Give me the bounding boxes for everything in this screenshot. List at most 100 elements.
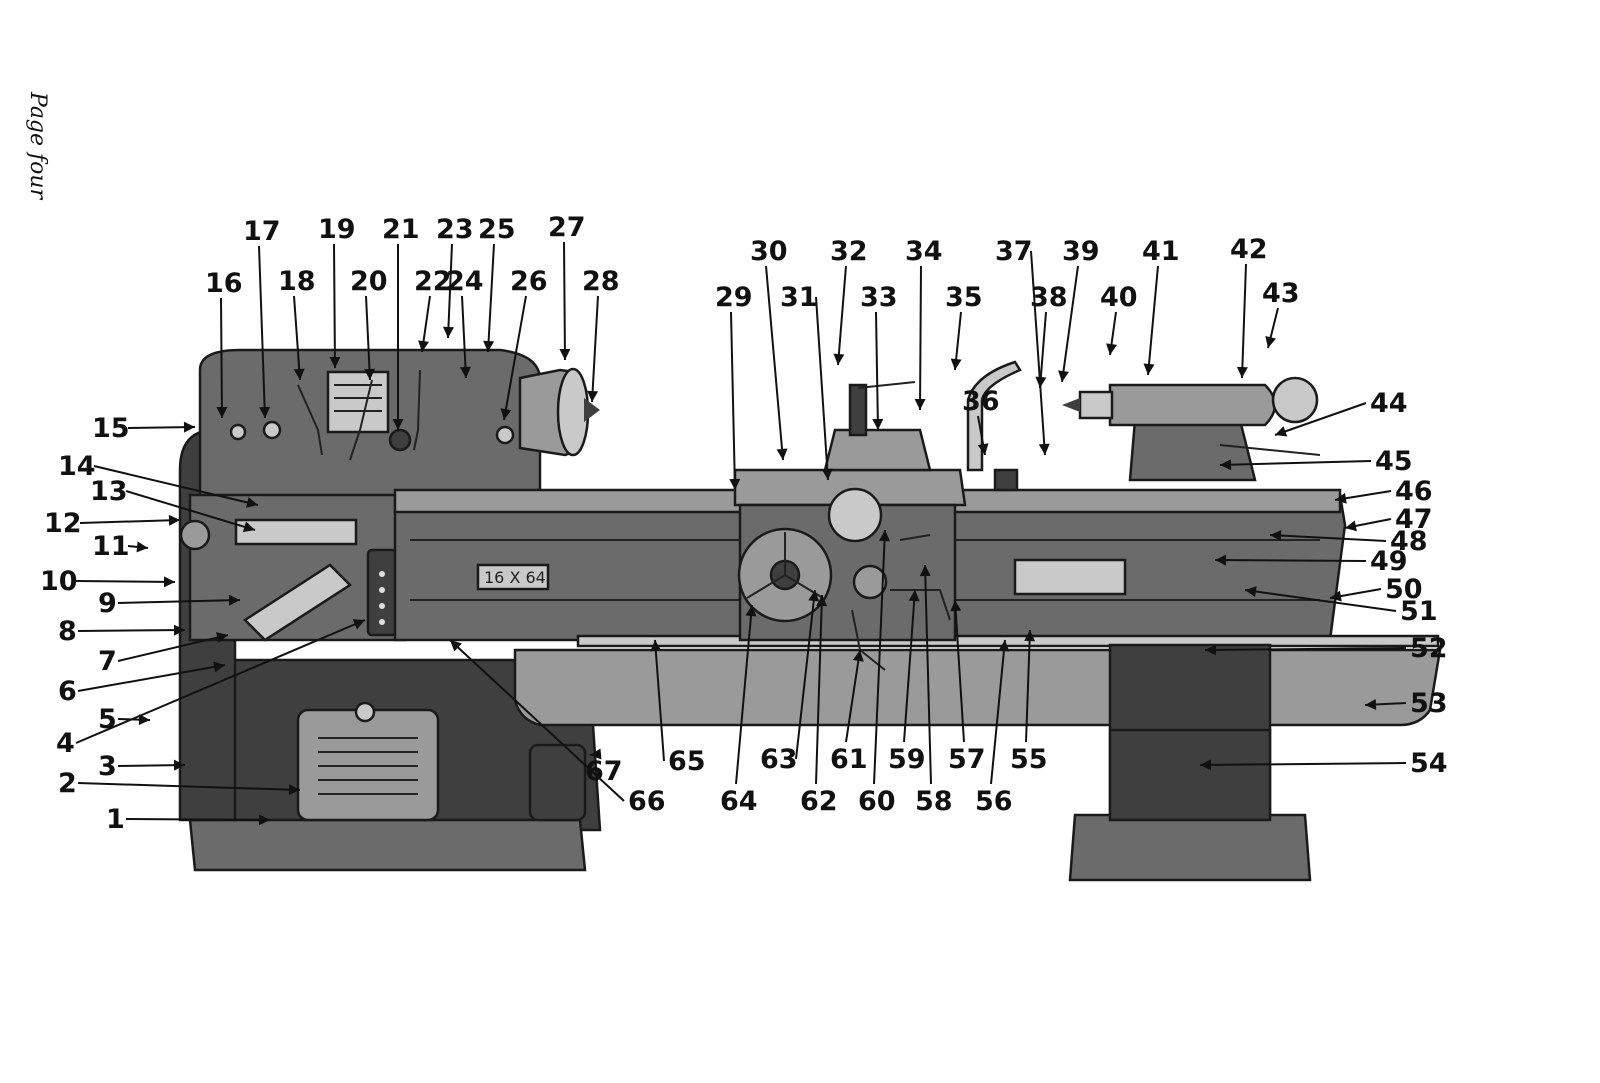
callout-36: 36 [962,386,1000,456]
callout-arrowhead [729,478,741,490]
callout-3: 3 [98,751,186,782]
callout-number: 63 [760,744,798,775]
callout-leader [220,297,223,419]
callout-29: 29 [715,282,753,491]
callout-arrowhead [950,358,962,370]
callout-leader [919,265,922,411]
callout-arrowhead [392,419,404,430]
callout-33: 33 [860,282,898,431]
callout-number: 61 [830,744,868,775]
callout-arrowhead [833,353,845,365]
callout-leader [125,490,256,531]
callout-11: 11 [92,531,149,562]
callout-leader [815,296,829,481]
callout-arrowhead [1143,363,1155,375]
callout-leader [795,589,816,760]
toolpost [848,383,868,437]
apron-knob [852,564,888,600]
callout-arrowhead [259,406,271,418]
callout-number: 42 [1230,234,1268,265]
callout-14: 14 [58,451,259,508]
callout-number: 36 [962,386,1000,417]
callout-arrowhead [213,661,225,673]
callout-28: 28 [582,266,620,403]
callout-number: 53 [1410,688,1448,719]
callout-17: 17 [243,216,281,419]
tailstock-clamp-lever [1219,444,1321,456]
callout-leader [654,639,665,762]
callout-47: 47 [1344,504,1433,535]
callout-number: 26 [510,266,548,297]
callout-53: 53 [1364,688,1448,719]
callout-number: 48 [1390,526,1428,557]
callout-arrowhead [1215,554,1227,566]
callout-arrowhead [908,590,920,602]
callout-leader [77,782,301,791]
callout-25: 25 [478,214,516,353]
callout-leader [258,245,266,419]
headstock-levers [297,369,421,461]
callout-arrowhead [242,521,255,533]
callout-number: 11 [92,531,130,562]
callout-56: 56 [975,639,1013,817]
callout-arrowhead [288,784,300,796]
cross-feed-dial [827,487,883,543]
compound-rest [823,428,932,472]
callout-leader [735,604,753,785]
callout-number: 16 [205,268,243,299]
callout-number: 14 [58,451,96,482]
tailstock-handwheel [1271,376,1319,424]
callout-leader [1147,265,1159,376]
callout-arrowhead [1245,586,1257,597]
callout-leader [563,241,566,361]
callout-12: 12 [44,508,181,539]
callout-leader [1241,263,1247,379]
callout-13: 13 [90,476,256,533]
callout-leader [1269,534,1387,542]
callout-arrowhead [258,814,270,826]
callout-arrowhead [1330,590,1342,602]
callout-50: 50 [1329,574,1423,605]
callout-arrowhead [559,348,571,360]
callout-number: 66 [628,786,666,817]
callout-39: 39 [1058,236,1100,383]
callout-15: 15 [92,413,196,444]
headstock-hole [388,428,412,452]
callout-leader [1030,250,1046,456]
callout-arrowhead [216,406,228,418]
callout-number: 54 [1410,748,1448,779]
headstock-plug-far-left [229,423,247,441]
callout-26: 26 [500,266,548,421]
callout-leader [117,764,186,767]
callout-22: 22 [414,266,452,353]
callout-leader [903,589,916,743]
callout-number: 9 [98,588,117,619]
callout-leader [117,599,241,604]
callout-67: 67 [585,748,623,787]
callout-number: 41 [1142,236,1180,267]
callout-arrowhead [459,366,471,378]
callout-number: 37 [995,236,1033,267]
tailstock-base [1128,418,1257,482]
callout-arrowhead [1205,644,1217,656]
callout-66: 66 [449,639,666,817]
callout-number: 67 [585,756,623,787]
callout-arrowhead [363,368,375,380]
callout-30: 30 [750,236,788,461]
callout-arrowhead [173,759,185,771]
callout-leader [127,426,196,429]
callout-number: 56 [975,786,1013,817]
callout-arrowhead [1220,459,1232,471]
callout-arrowhead [168,514,180,526]
callout-number: 65 [668,746,706,777]
tailstock-leg-pan-inner [1108,728,1272,822]
callout-7: 7 [98,632,229,677]
callout-57: 57 [948,599,986,775]
motor-box [528,743,587,822]
callout-31: 31 [780,282,833,481]
callout-number: 20 [350,266,388,297]
callout-number: 22 [414,266,452,297]
callout-leader [461,295,467,379]
callout-number: 38 [1030,282,1068,313]
